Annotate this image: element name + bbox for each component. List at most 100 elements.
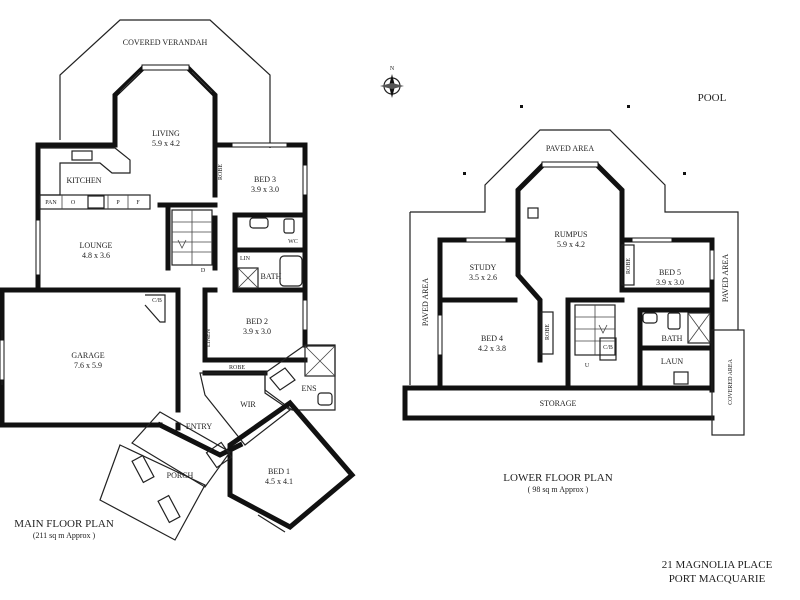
covered-area-outline [711,329,745,436]
lower-outer-wall [619,237,715,393]
verandah-outline [59,19,271,148]
pan-label: PAN [45,200,57,206]
bed1-dim: 4.5 x 4.1 [265,477,293,486]
verandah-label: COVERED VERANDAH [123,38,208,47]
sink [71,150,93,161]
lower-floor-title: LOWER FLOOR PLAN [503,472,612,484]
cooktop [87,195,105,209]
shower [687,312,711,344]
wall [515,237,543,363]
robe-label: ROBE [229,365,245,371]
window [35,219,41,276]
storage-label: STORAGE [540,399,577,408]
bed4-label: BED 4 [481,334,503,343]
main-floor-area: (211 sq m Approx ) [33,531,96,540]
toilet [317,392,333,406]
paved-left-label: PAVED AREA [421,278,430,326]
linen-label: LINEN [206,328,212,347]
main-outer-wall [35,107,118,293]
bed2-dim: 3.9 x 3.0 [243,327,271,336]
lounge-label: LOUNGE [80,241,113,250]
rumpus-dim: 5.9 x 4.2 [557,240,585,249]
bed3-label: BED 3 [254,175,276,184]
bed3-dim: 3.9 x 3.0 [251,185,279,194]
entry-label: ENTRY [186,422,212,431]
porch-outline [99,444,206,541]
main-floor-title: MAIN FLOOR PLAN [14,518,114,530]
rumpus-bay-wall [515,162,625,243]
shower-line [687,312,711,344]
basin [642,312,658,324]
bed1-label: BED 1 [268,467,290,476]
wir-outline [199,372,292,446]
address-line1: 21 MAGNOLIA PLACE [662,559,773,571]
lower-floor-plan: POOL [402,92,745,494]
robe-label: ROBE [545,324,551,340]
shower-line [304,345,336,377]
wir-label: WIR [240,400,256,409]
covered-area-label: COVERED AREA [728,358,734,405]
garage-cb [144,294,166,323]
window [437,314,443,356]
study-dim: 3.5 x 2.6 [469,273,497,282]
cb-label: C/B [152,298,162,304]
shower [237,267,259,289]
window [257,514,286,533]
pantry-label: P [116,200,120,206]
d-label: D [201,268,206,274]
living-label: LIVING [152,129,180,138]
bed5-dim: 3.9 x 3.0 [656,278,684,287]
paved-area-outline [410,129,739,330]
address-line2: PORT MACQUARIE [669,573,766,585]
post [627,105,630,108]
fridge-label: F [136,200,140,206]
window [0,339,5,381]
window [465,237,507,243]
window [709,249,715,281]
ens-label: ENS [301,384,316,393]
robe-label: ROBE [218,164,224,180]
porch-planter [131,454,155,484]
stair-arrow [598,324,608,334]
u-label: U [585,363,590,369]
lin-label: LIN [240,256,251,262]
post [683,172,686,175]
compass-north-label: N [390,66,395,72]
compass-icon: N [380,66,404,98]
appliance [527,207,539,219]
main-floor-plan: COVERED VERANDAH LIVING 5.9 x 4.2 KITCHE… [0,19,356,541]
bed4-dim: 4.2 x 3.8 [478,344,506,353]
living-dim: 5.9 x 4.2 [152,139,180,148]
robe-outline [621,244,635,286]
basin [249,217,269,229]
bath-tub [279,255,303,287]
oven-label: O [71,200,76,206]
entry-wall [156,421,244,458]
bath-label: BATH [662,334,683,343]
window [631,237,673,243]
ensuite-basin [269,367,296,391]
garage-dim: 7.6 x 5.9 [74,361,102,370]
bath-label: BATH [261,272,282,281]
stair-arrow [177,239,187,249]
rumpus-label: RUMPUS [555,230,588,239]
cb-cupboard [599,337,617,361]
porch-label: PORCH [167,471,194,480]
kitchen-bench [39,194,151,210]
post [520,105,523,108]
kitchen-label: KITCHEN [66,176,101,185]
paved-right-label: PAVED AREA [721,254,730,302]
robe-outline [540,311,554,355]
wc-label: WC [288,239,298,245]
lounge-dim: 4.8 x 3.6 [82,251,110,260]
ensuite-shower [304,345,336,377]
study-label: STUDY [470,263,497,272]
window [141,64,190,71]
kitchen-bench [40,147,131,196]
post [463,172,466,175]
pool-label: POOL [698,92,727,104]
laun-label: LAUN [661,357,683,366]
robe-label: ROBE [626,258,632,274]
cb-label: C/B [603,345,613,351]
